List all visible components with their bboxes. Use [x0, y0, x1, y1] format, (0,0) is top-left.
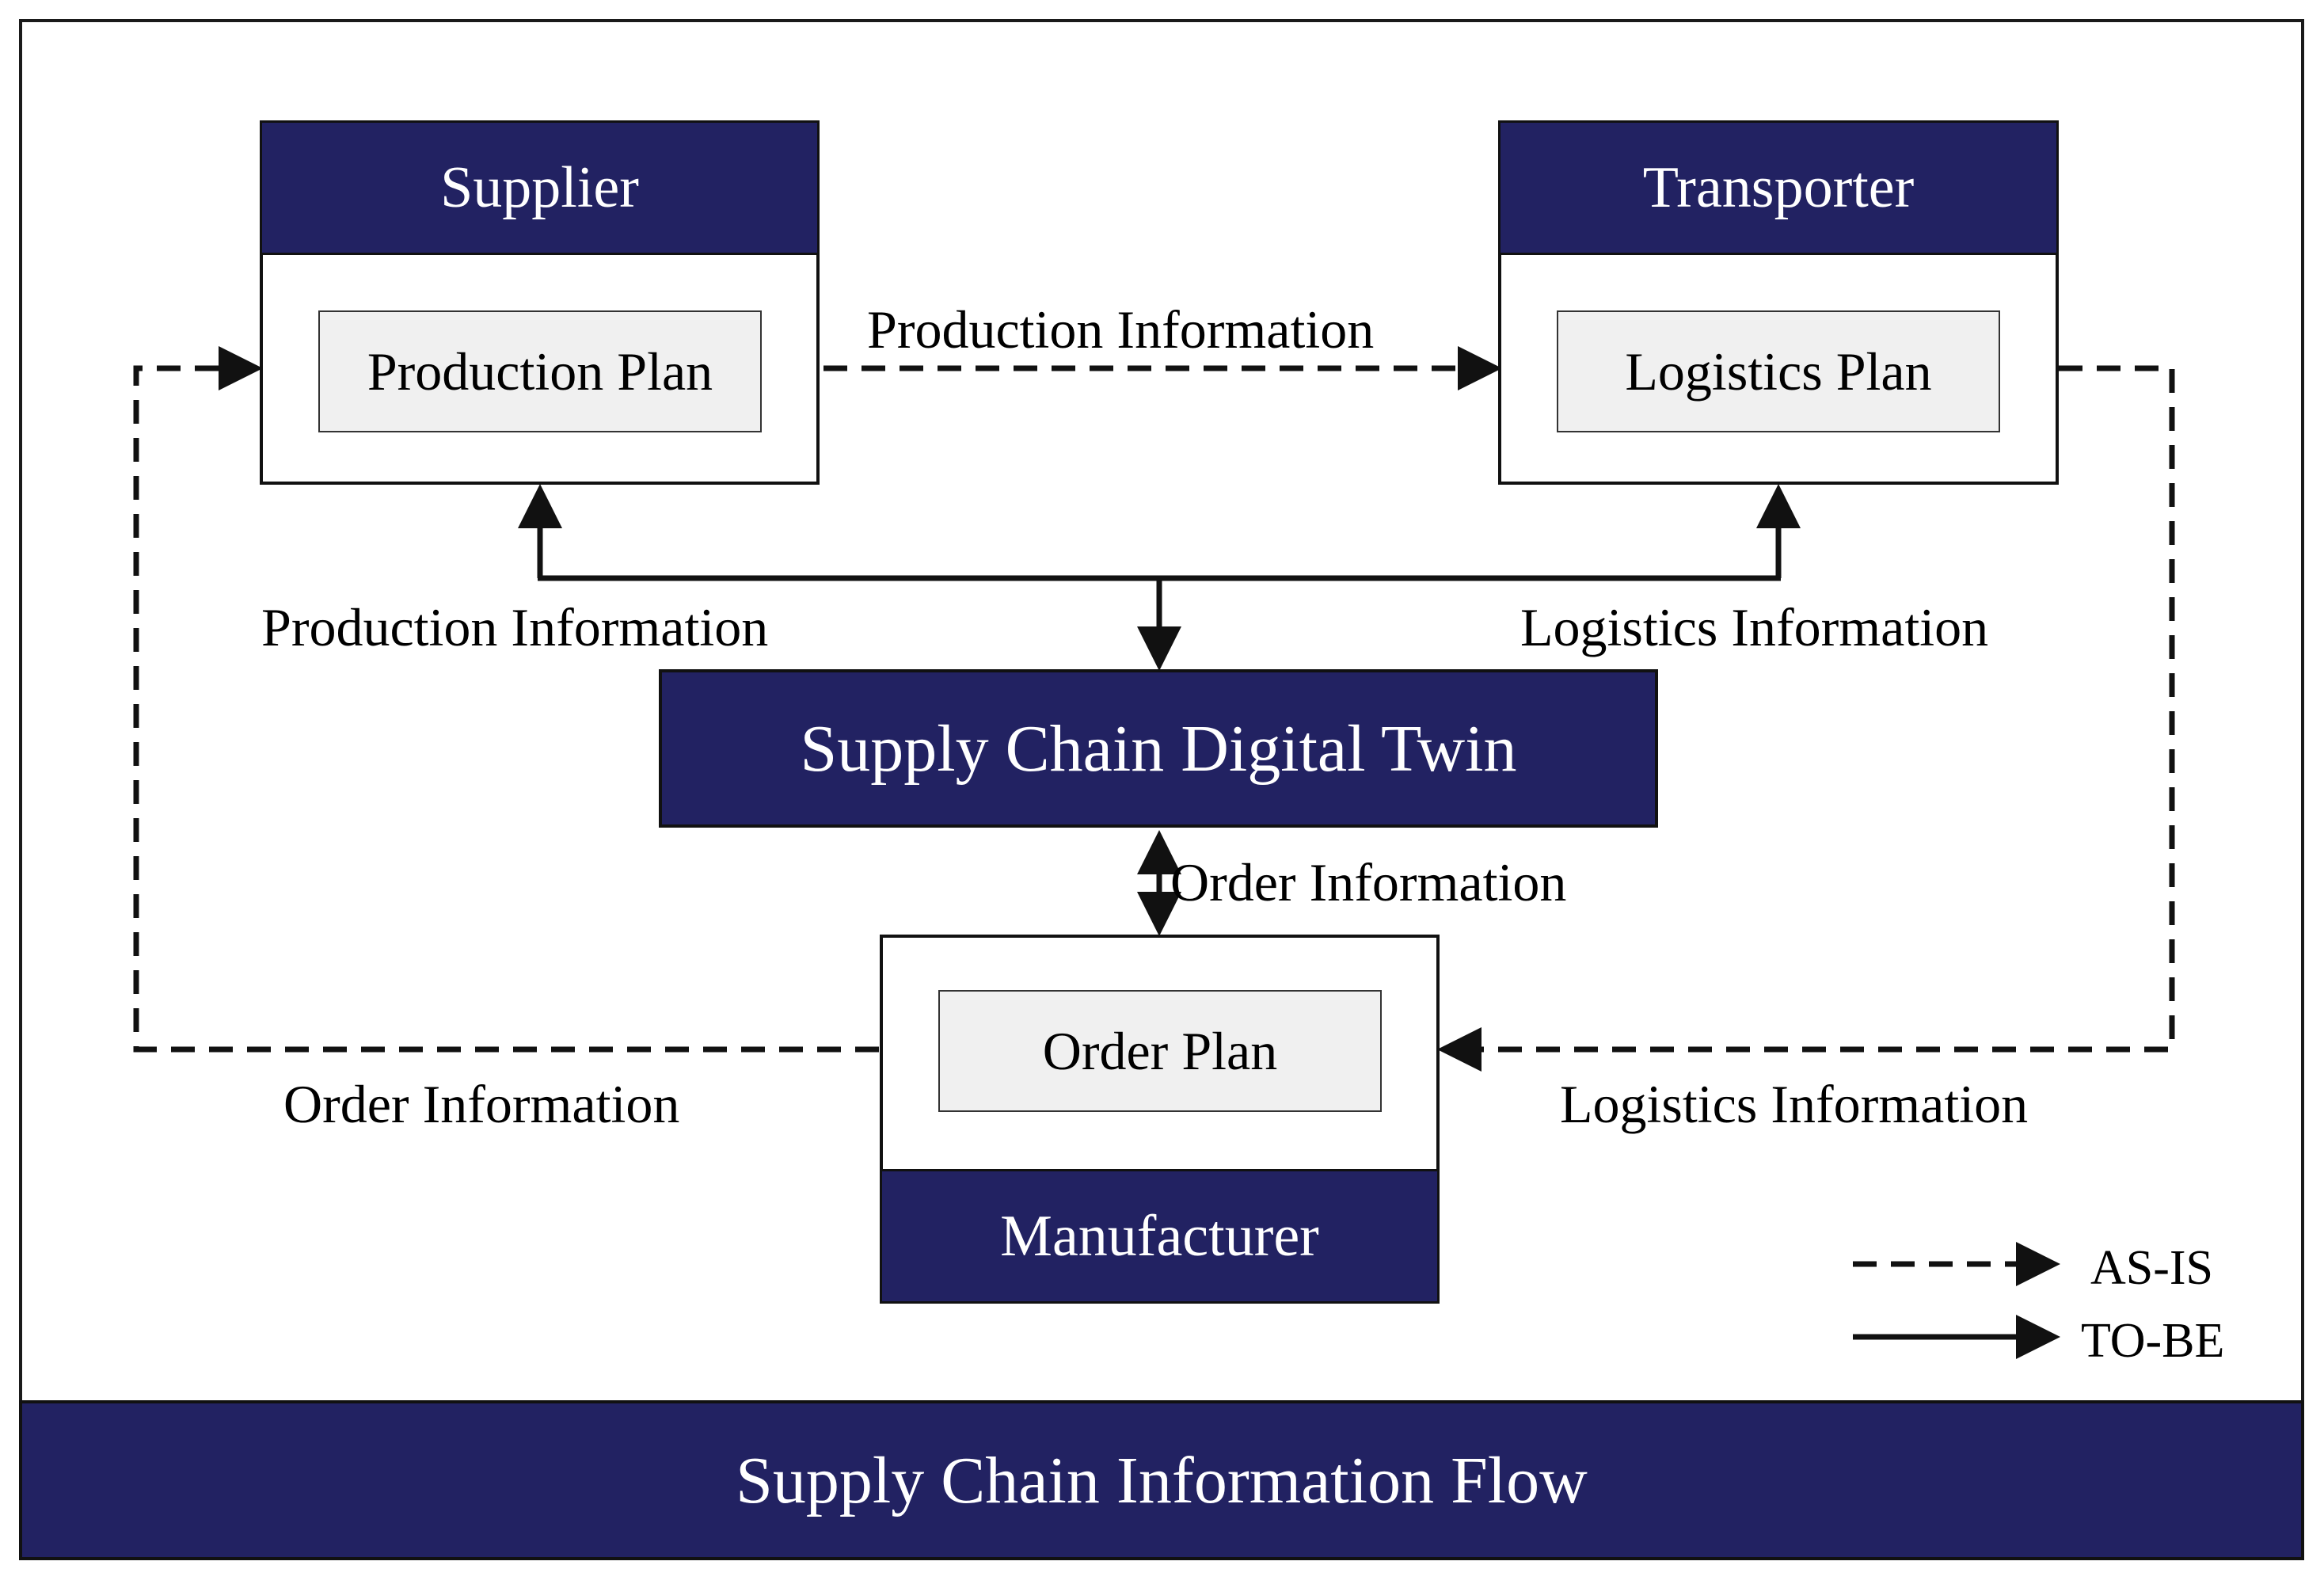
manufacturer-box: Order Plan Manufacturer: [880, 935, 1440, 1304]
supplier-header: Supplier: [260, 120, 820, 255]
flow-label-twin-to-transporter: Logistics Information: [1520, 597, 1989, 657]
flow-label-transporter-to-manufacturer: Logistics Information: [1560, 1074, 2029, 1134]
flow-label-manufacturer-to-supplier: Order Information: [283, 1074, 680, 1134]
asis-manufacturer-to-supplier-line: [133, 346, 879, 1053]
supplier-box: Supplier Production Plan: [260, 120, 820, 485]
manufacturer-title: Manufacturer: [1000, 1203, 1319, 1269]
transporter-header: Transporter: [1498, 120, 2059, 255]
legend-tobe-label: TO-BE: [2081, 1314, 2225, 1368]
manufacturer-header: Manufacturer: [880, 1169, 1440, 1304]
digital-twin-title: Supply Chain Digital Twin: [800, 711, 1517, 786]
footer-title-band: Supply Chain Information Flow: [19, 1400, 2304, 1560]
flow-label-supplier-to-transporter: Production Information: [867, 299, 1375, 360]
footer-title: Supply Chain Information Flow: [736, 1443, 1588, 1517]
order-plan-box: Order Plan: [938, 990, 1382, 1112]
logistics-plan-box: Logistics Plan: [1557, 310, 2000, 432]
production-plan-box: Production Plan: [318, 310, 762, 432]
order-plan-label: Order Plan: [1042, 1020, 1278, 1081]
asis-transporter-to-manufacturer-line: [1437, 365, 2175, 1072]
digital-twin-box: Supply Chain Digital Twin: [659, 669, 1658, 828]
logistics-plan-label: Logistics Plan: [1625, 341, 1932, 402]
flow-label-twin-to-supplier: Production Information: [261, 597, 769, 657]
transporter-box: Transporter Logistics Plan: [1498, 120, 2059, 485]
flow-label-twin-manufacturer: Order Information: [1170, 852, 1567, 912]
legend-asis-label: AS-IS: [2090, 1241, 2214, 1295]
transporter-title: Transporter: [1642, 154, 1915, 220]
supplier-title: Supplier: [440, 154, 639, 220]
production-plan-label: Production Plan: [367, 341, 713, 402]
